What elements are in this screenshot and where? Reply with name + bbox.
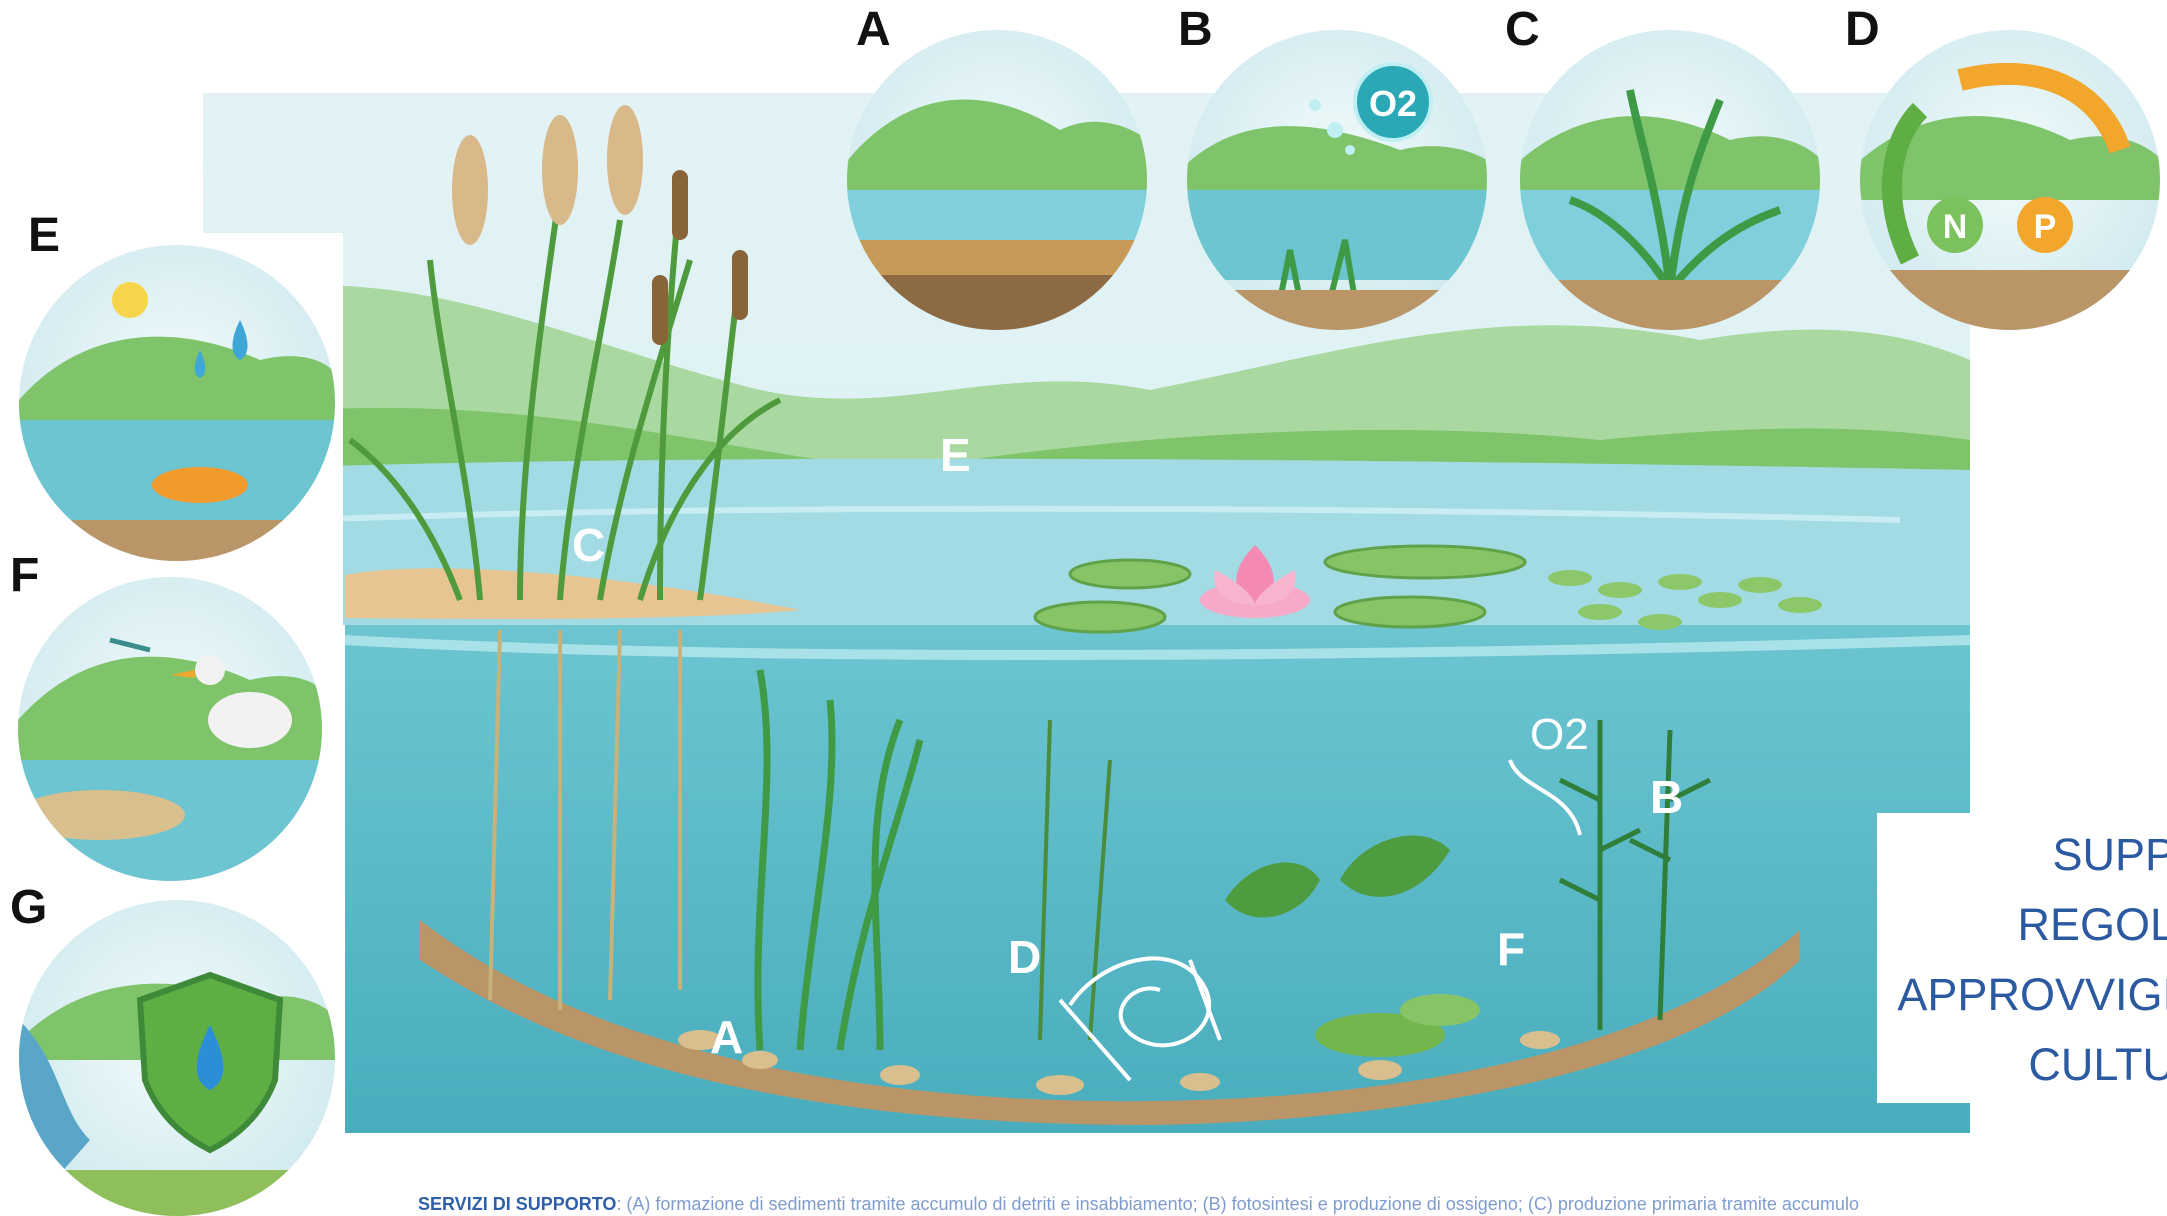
- scene-label-c: C: [572, 518, 605, 572]
- legend-line-3: APPROVVIGI: [1897, 969, 2167, 1021]
- nutrient-n-label: N: [1943, 208, 1968, 246]
- nutrient-p-label: P: [2034, 208, 2057, 246]
- scene-label-o2: O2: [1530, 710, 1589, 760]
- scene-label-f: F: [1497, 922, 1525, 976]
- scene-label-a: A: [710, 1010, 743, 1064]
- legend-line-2: REGOL: [2017, 899, 2167, 951]
- icon-letter-a: A: [856, 2, 891, 57]
- caption-heading: SERVIZI DI SUPPORTO: [418, 1194, 616, 1214]
- legend-line-4: CULTU: [2028, 1039, 2167, 1091]
- legend-line-1: SUPP: [2052, 829, 2167, 881]
- scene-label-e: E: [940, 428, 971, 482]
- scene-label-d: D: [1008, 930, 1041, 984]
- caption-body: : (A) formazione di sedimenti tramite ac…: [616, 1194, 1859, 1214]
- icon-letter-e: E: [28, 208, 60, 263]
- legend-panel: SUPP REGOL APPROVVIGI CULTU: [1877, 813, 2167, 1103]
- icon-letter-b: B: [1178, 2, 1213, 57]
- icon-letter-g: G: [10, 880, 47, 935]
- caption-text: SERVIZI DI SUPPORTO: (A) formazione di s…: [418, 1194, 1859, 1215]
- scene-label-b: B: [1650, 770, 1683, 824]
- icon-letter-c: C: [1505, 2, 1540, 57]
- o2-badge-label: O2: [1369, 83, 1417, 124]
- icon-letter-d: D: [1845, 2, 1880, 57]
- icon-letter-f: F: [10, 548, 39, 603]
